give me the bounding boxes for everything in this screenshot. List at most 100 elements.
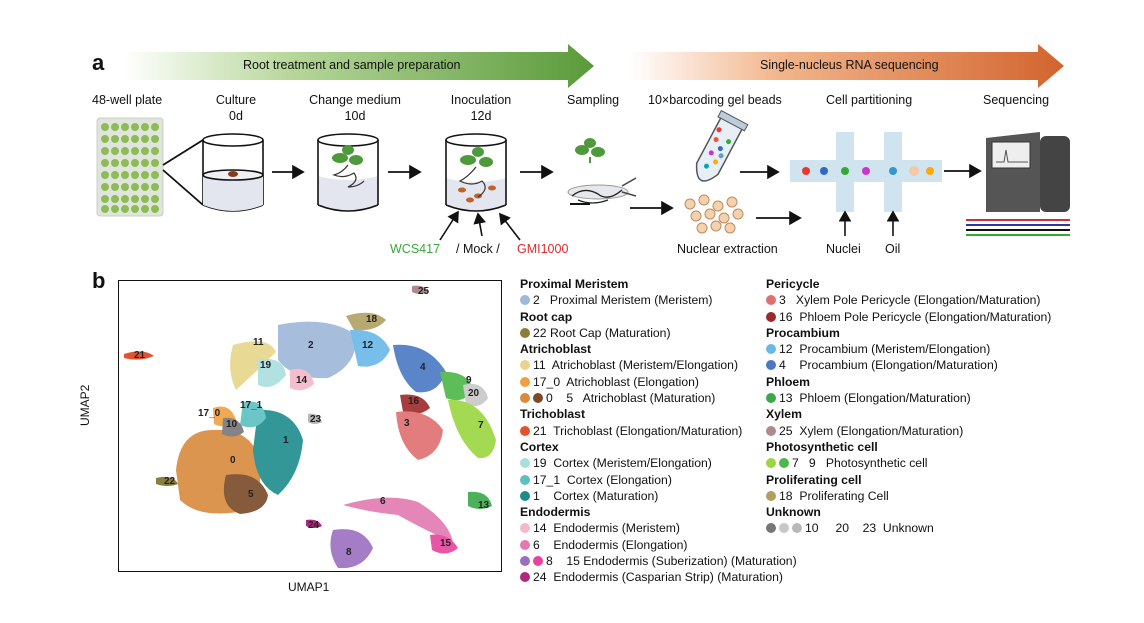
microfluidic-chip-icon <box>790 132 942 212</box>
legend-row: 21 Trichoblast (Elongation/Maturation) <box>520 423 797 439</box>
legend-row-text: 0 5 Atrichoblast (Maturation) <box>546 391 716 406</box>
legend-row-text: 17_1 Cortex (Elongation) <box>533 472 672 487</box>
umap-label-4: 4 <box>420 362 426 373</box>
cluster-1-blob <box>253 409 303 495</box>
legend-row: 7 9 Photosynthetic cell <box>766 455 1051 471</box>
inoculation-well <box>445 133 507 212</box>
wcs417-label: WCS417 <box>390 242 441 256</box>
legend-group-title: Endodermis <box>520 505 591 520</box>
cluster-13-blob <box>468 491 492 509</box>
seq-arrow <box>630 44 1064 88</box>
seed-icon <box>228 171 238 177</box>
legend-group-title: Pericycle <box>766 277 820 291</box>
legend-row-text: 10 20 23 Unknown <box>805 521 934 536</box>
legend-row-text: 1 Cortex (Maturation) <box>533 488 659 503</box>
legend-group-title: Photosynthetic cell <box>766 439 878 454</box>
sampling-seedling <box>575 138 605 157</box>
cluster-4-blob <box>393 344 446 393</box>
umap-label-24: 24 <box>308 520 320 531</box>
legend-color-dot <box>766 311 776 322</box>
nuclei-icon <box>684 194 744 234</box>
legend-row-text: 11 Atrichoblast (Meristem/Elongation) <box>533 358 739 373</box>
legend-row: 4 Procambium (Elongation/Maturation) <box>766 357 1051 373</box>
umap-label-16: 16 <box>408 396 420 407</box>
sequencer-icon <box>966 132 1070 236</box>
cluster-22-blob <box>156 476 178 486</box>
seedling-icon <box>332 145 363 165</box>
cluster-10-blob <box>222 417 244 437</box>
legend-row: 11 Atrichoblast (Meristem/Elongation) <box>520 357 797 373</box>
umap-label-5: 5 <box>248 489 254 500</box>
umap-label-20: 20 <box>468 388 480 399</box>
legend-group-title: Atrichoblast <box>520 342 592 357</box>
step-seq-label: Sequencing <box>983 93 1050 107</box>
umap-label-12: 12 <box>362 340 374 351</box>
legend-color-dot <box>766 425 776 436</box>
cluster-3-blob <box>396 411 443 460</box>
legend-group-title: Trichoblast <box>520 407 586 422</box>
legend-color-dot <box>533 393 543 404</box>
legend-group-title: Proliferating cell <box>766 472 862 487</box>
oil-label: Oil <box>885 242 901 256</box>
legend-row: 25 Xylem (Elongation/Maturation) <box>766 423 1051 439</box>
legend-color-dot <box>533 556 543 567</box>
legend-color-dot <box>766 295 776 306</box>
umap-label-13: 13 <box>478 500 490 511</box>
legend-row-text: 8 15 Endodermis (Suberization) (Maturati… <box>546 554 797 569</box>
legend-group-title: Cortex <box>520 439 559 454</box>
umap-label-8: 8 <box>346 547 352 558</box>
legend-row-text: 25 Xylem (Elongation/Maturation) <box>779 423 964 438</box>
cluster-7-blob <box>448 399 496 459</box>
legend-row: 24 Endodermis (Casparian Strip) (Maturat… <box>520 569 797 585</box>
legend-color-dot <box>520 393 530 404</box>
cluster-19-blob <box>258 359 286 388</box>
gmi1000-label: GMI1000 <box>517 242 569 256</box>
umap-label-6: 6 <box>380 496 386 507</box>
step-beads-label: 10×barcoding gel beads <box>648 93 782 107</box>
legend-row: 12 Procambium (Meristem/Elongation) <box>766 341 1051 357</box>
legend-row: 19 Cortex (Meristem/Elongation) <box>520 455 797 471</box>
umap-label-0: 0 <box>230 455 236 466</box>
umap-label-18: 18 <box>366 314 378 325</box>
legend-row-text: 13 Phloem (Elongation/Maturation) <box>779 391 971 406</box>
cluster-6-blob <box>343 497 453 542</box>
legend-row: 2 Proximal Meristem (Meristem) <box>520 292 797 308</box>
legend-color-dot <box>520 572 530 583</box>
legend-row: 16 Phloem Pole Pericycle (Elongation/Mat… <box>766 309 1051 325</box>
cluster-18-blob <box>346 312 386 331</box>
step-plate-label: 48-well plate <box>92 93 163 107</box>
legend-row-text: 4 Procambium (Elongation/Maturation) <box>779 358 998 373</box>
legend-row-text: 22 Root Cap (Maturation) <box>533 325 671 340</box>
legend-color-dot <box>766 490 776 501</box>
legend-color-dot <box>766 393 776 404</box>
umap-label-11: 11 <box>253 337 264 348</box>
legend-group-title: Xylem <box>766 407 802 422</box>
legend-group-title: Proximal Meristem <box>520 277 629 291</box>
cluster-17_1-blob <box>240 401 266 428</box>
well-plate-image <box>96 117 164 217</box>
seq-arrow-label: Single-nucleus RNA sequencing <box>760 58 939 72</box>
umap-label-25: 25 <box>418 286 430 297</box>
legend-row-text: 21 Trichoblast (Elongation/Maturation) <box>533 423 743 438</box>
umap-label-19: 19 <box>260 360 272 371</box>
legend-row: 10 20 23 Unknown <box>766 520 1051 536</box>
cluster-5-blob <box>223 474 268 514</box>
legend-row-text: 6 Endodermis (Elongation) <box>533 537 688 552</box>
legend-row: 14 Endodermis (Meristem) <box>520 520 797 536</box>
legend-color-dot <box>520 376 530 387</box>
legend-color-dot <box>779 523 789 534</box>
umap-label-10: 10 <box>226 419 238 430</box>
cluster-2-blob <box>278 321 357 379</box>
cluster-8-blob <box>330 529 373 569</box>
legend-row-text: 19 Cortex (Meristem/Elongation) <box>533 456 712 471</box>
legend-color-dot <box>520 556 530 567</box>
cluster-23-blob <box>308 413 322 424</box>
prep-arrow-label: Root treatment and sample preparation <box>243 58 461 72</box>
legend-group-title: Root cap <box>520 309 573 324</box>
cluster-21-blob <box>124 351 154 360</box>
umap-label-15: 15 <box>440 538 452 549</box>
